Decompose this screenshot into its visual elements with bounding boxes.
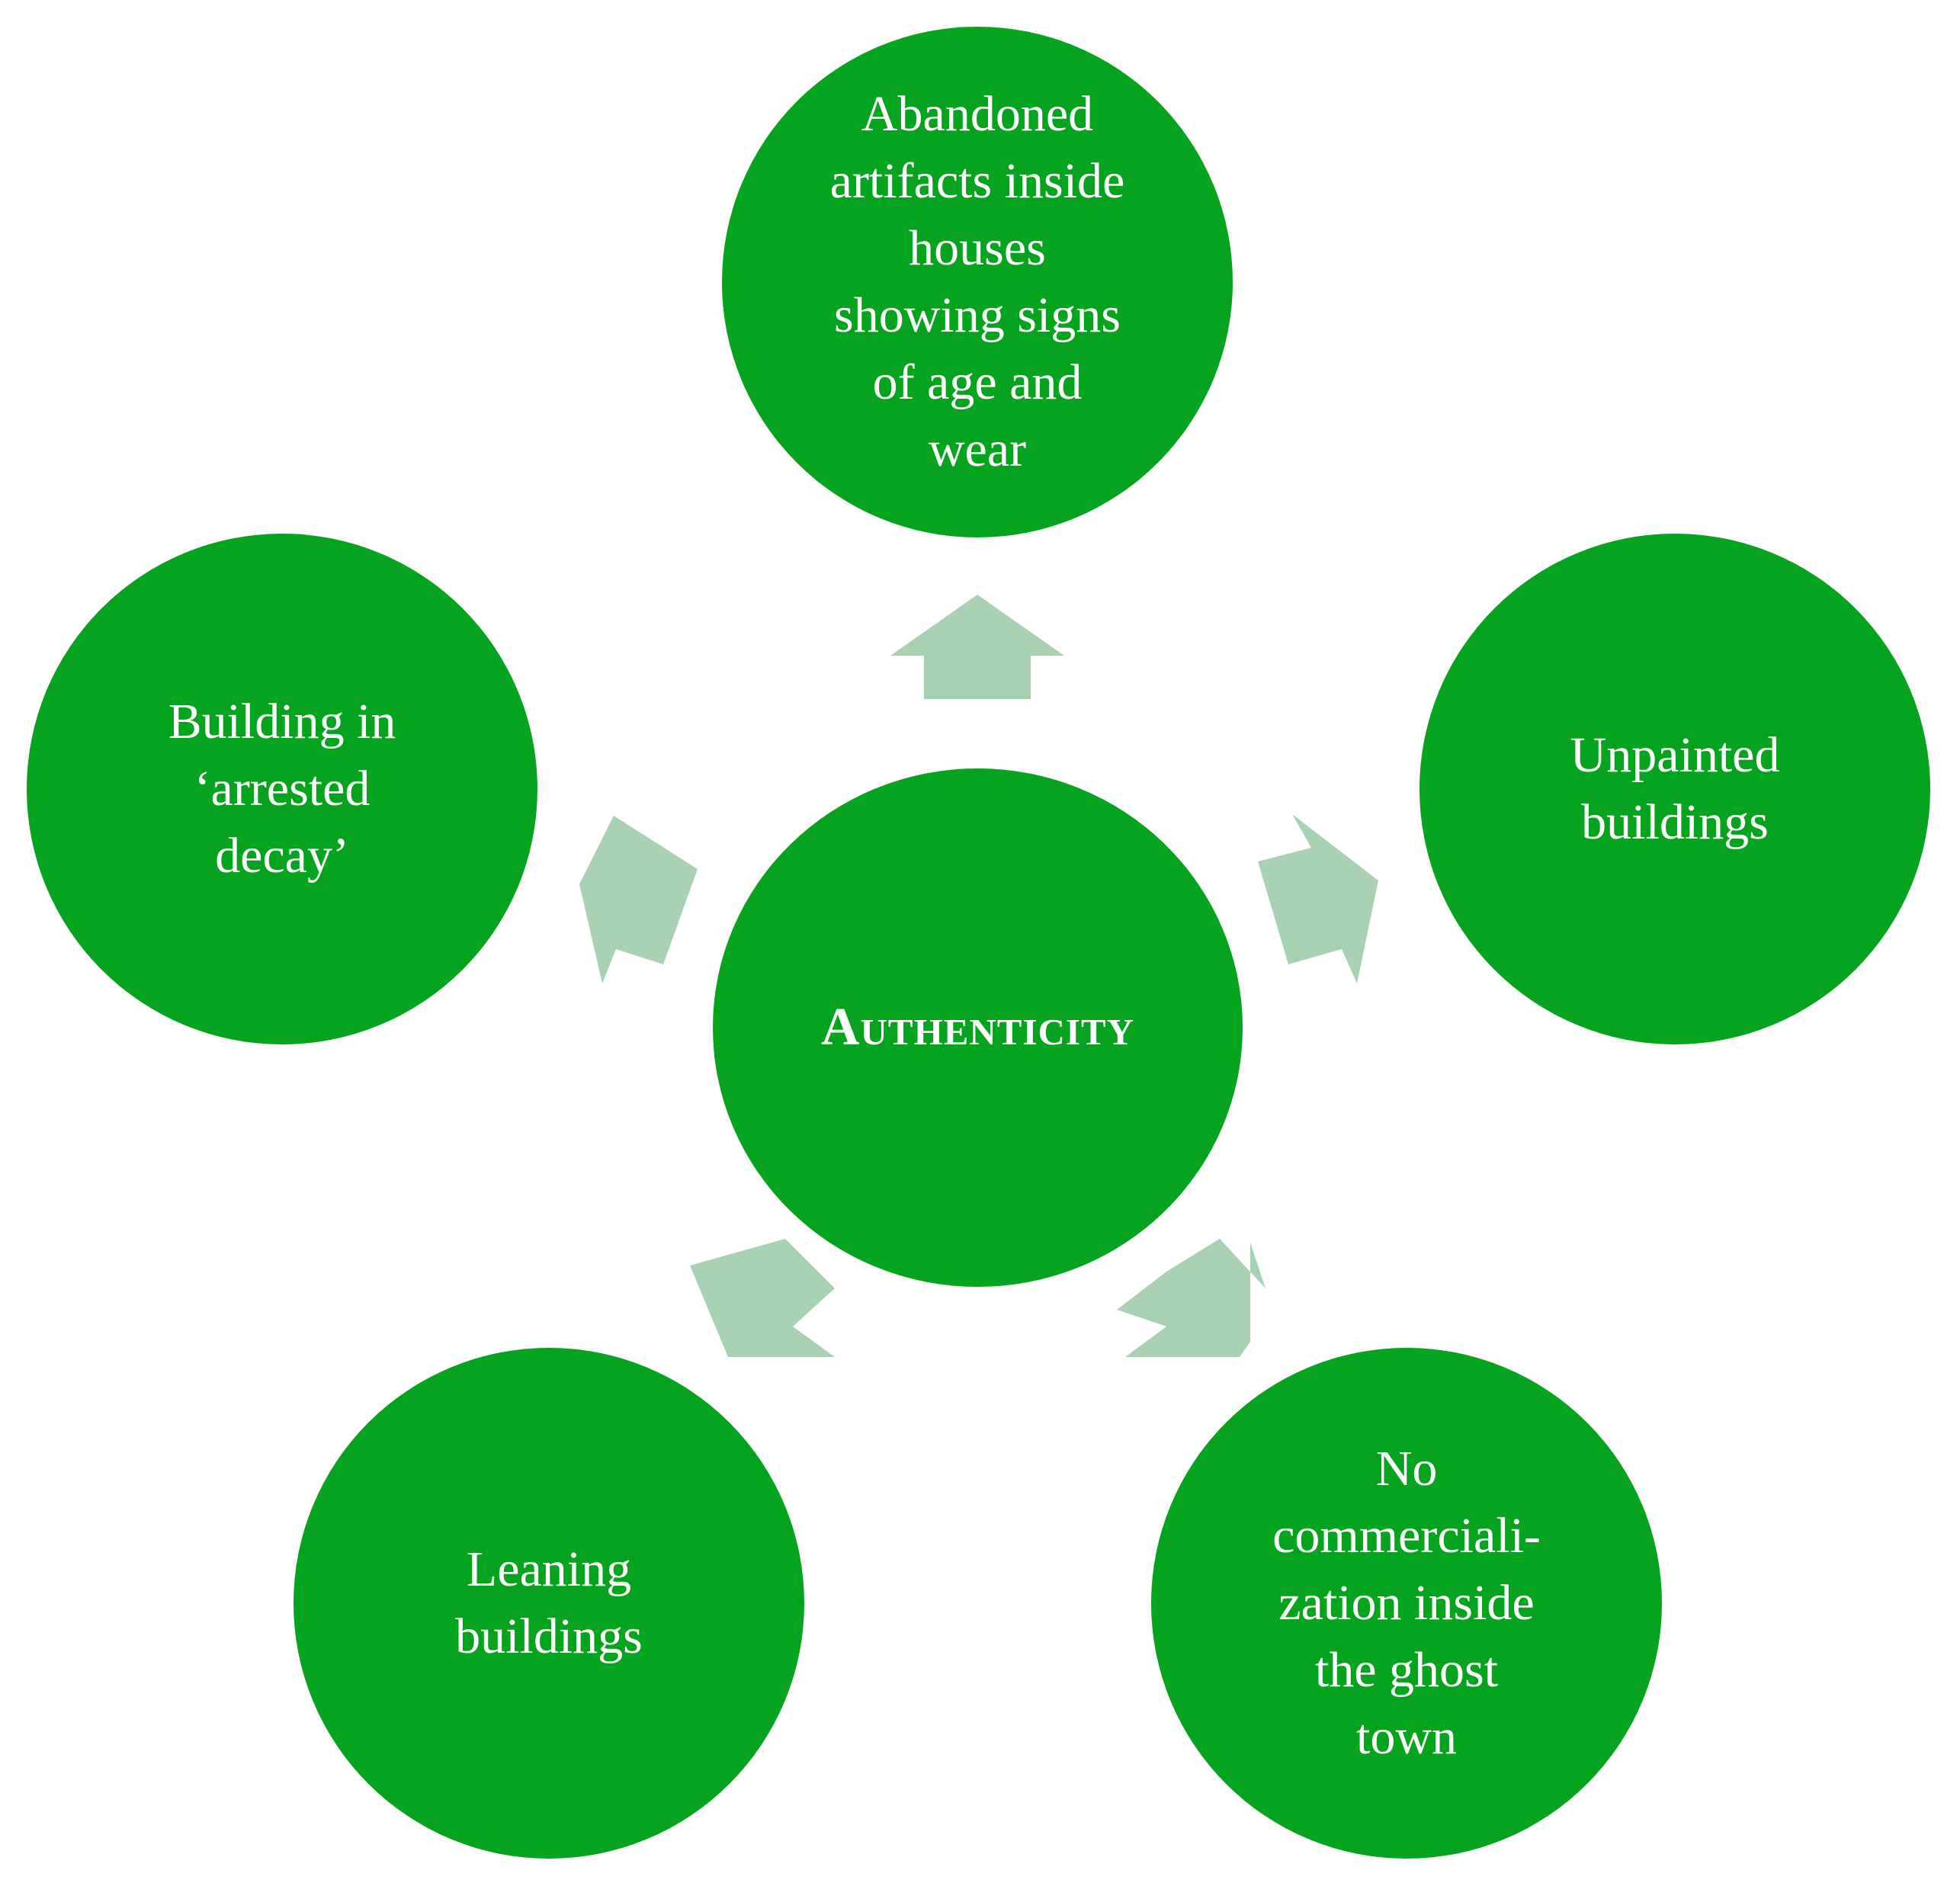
arrow-to-bottom-left — [690, 1239, 835, 1357]
arrow-to-right — [1258, 814, 1378, 983]
node-no-commercialization: No commerciali- zation inside the ghost … — [1151, 1348, 1662, 1859]
node-leaning-buildings: Leaning buildings — [294, 1348, 804, 1859]
node-abandoned-artifacts-label: Abandoned artifacts inside houses showin… — [829, 86, 1125, 477]
node-abandoned-artifacts: Abandoned artifacts inside houses showin… — [722, 27, 1233, 537]
center-title: Authenticity — [820, 998, 1135, 1057]
node-unpainted-buildings: Unpainted buildings — [1419, 534, 1930, 1044]
arrow-to-top — [890, 595, 1064, 699]
node-arrested-decay-label: Building in ‘arrested decay’ — [168, 694, 396, 884]
arrow-to-bottom-right — [1117, 1239, 1265, 1357]
node-leaning-buildings-label: Leaning buildings — [455, 1541, 643, 1664]
arrow-to-left — [579, 816, 698, 983]
node-unpainted-buildings-label: Unpainted buildings — [1570, 727, 1780, 850]
node-arrested-decay: Building in ‘arrested decay’ — [27, 534, 537, 1044]
node-authenticity: Authenticity — [713, 768, 1243, 1287]
node-no-commercialization-label: No commerciali- zation inside the ghost … — [1272, 1441, 1541, 1765]
